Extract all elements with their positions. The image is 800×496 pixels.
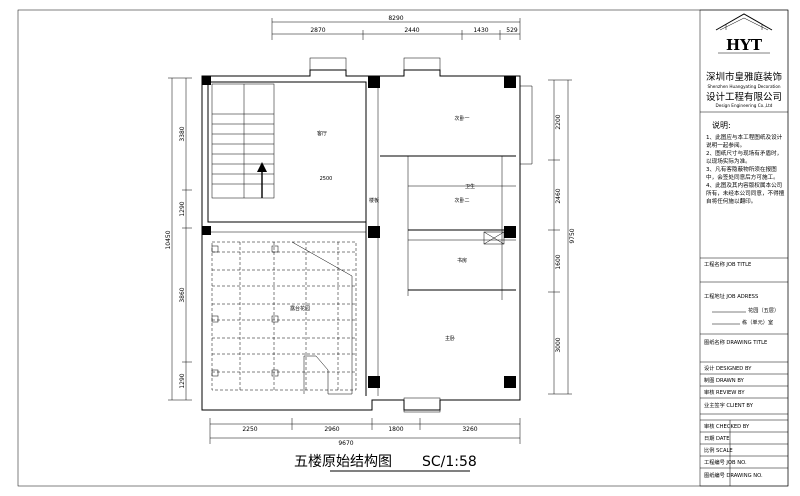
living-room-wall — [207, 81, 367, 223]
drawing-scale: SC/1:58 — [422, 454, 477, 470]
dim-top-seg-1: 2870 — [310, 27, 325, 34]
drawing-name-label: 图纸名称 DRAWING TITLE — [704, 338, 767, 346]
room-living: 客厅 — [317, 130, 327, 137]
dim-bottom-seg-3: 1800 — [388, 426, 403, 433]
notes-heading: 说明: — [712, 120, 731, 130]
room-bath: 卫生 — [465, 183, 475, 190]
company-en-1: Shenzhen Huangyating Decoration — [707, 84, 780, 89]
note-2: 2、图纸尺寸与现场有矛盾时，以现场实际为准。 — [706, 151, 783, 165]
review-label: 审核 CHECKED BY — [704, 422, 750, 430]
drawing-no-label: 图纸编号 DRAWING NO. — [704, 471, 763, 479]
company-logo-text: HYT — [726, 36, 763, 54]
dim-bottom-total: 9670 — [338, 440, 353, 447]
room-tag-2: 楼板 — [369, 197, 379, 204]
drafter-label: 制图 DRAWN BY — [704, 376, 745, 384]
room-bedroom-1: 次卧一 — [454, 115, 469, 122]
dim-left-seg-2: 1290 — [179, 201, 186, 216]
room-tag-1: 2500 — [320, 176, 333, 182]
dim-right-total: 9750 — [569, 228, 576, 243]
stair-treads — [212, 84, 274, 198]
drawing-title: 五楼原始结构图 — [294, 454, 392, 470]
room-terrace: 露台花园 — [290, 305, 310, 312]
arrow-up-icon — [257, 162, 267, 172]
company-name-2: 设计工程有限公司 — [706, 91, 782, 103]
dim-left-total: 10450 — [165, 230, 172, 249]
note-3: 3、凡有客隐蔽物所须在报图中，会签处同意后方可施工。 — [706, 167, 779, 181]
room-master: 主卧 — [445, 335, 455, 342]
floor-plan: 8290 2870 2440 1430 529 10450 3380 1290 … — [165, 15, 576, 447]
room-bedroom-2: 次卧二 — [454, 197, 469, 204]
dim-top-seg-2: 2440 — [404, 27, 419, 34]
dim-top-seg-4: 529 — [506, 27, 518, 34]
terrace-beams — [211, 241, 357, 395]
dim-left-seg-3: 3860 — [179, 287, 186, 302]
title-block-frame — [699, 9, 789, 487]
dim-bottom-seg-2: 2960 — [324, 426, 339, 433]
dim-left-seg-1: 3380 — [179, 126, 186, 141]
dim-top-seg-3: 1430 — [473, 27, 488, 34]
dim-bottom-seg-1: 2250 — [242, 426, 257, 433]
dim-right-seg-3: 1600 — [555, 254, 562, 269]
client-label: 业主签字 CLIENT BY — [704, 401, 754, 409]
dim-left-seg-4: 1290 — [179, 373, 186, 388]
company-name-1: 深圳市皇雅庭装饰 — [706, 71, 782, 83]
checker-label: 审核 REVIEW BY — [704, 388, 745, 396]
project-name-label: 工程名称 JOB TITLE — [704, 260, 751, 268]
scale-label: 比例 SCALE — [704, 446, 733, 454]
project-address-label: 工程地址 JOB ADRESS — [704, 292, 758, 300]
bottom-window — [403, 397, 441, 413]
top-window-left — [309, 57, 347, 71]
dim-top-total: 8290 — [388, 15, 403, 22]
structural-columns — [202, 76, 516, 388]
dim-right-seg-2: 2460 — [555, 188, 562, 203]
company-en-2: Design Engineering Co.,Ltd — [716, 103, 773, 108]
right-balcony — [520, 85, 533, 165]
floor-label: 花园（五层） — [748, 306, 779, 314]
title-block: HYT 深圳市皇雅庭装饰 Shenzhen Huangyating Decora… — [700, 13, 788, 486]
project-no-label: 工程编号 JOB NO. — [704, 458, 747, 466]
staircase — [211, 83, 275, 199]
room-study: 书房 — [457, 257, 467, 264]
unit-label: 栋（单元）室 — [742, 318, 773, 326]
dim-bottom-seg-4: 3260 — [462, 426, 477, 433]
date-label: 日期 DATE — [704, 435, 730, 442]
designer-label: 设计 DESIGNED BY — [704, 364, 752, 372]
notes-box: 1、此图应与本工程图纸及设计说明一起参阅。 2、图纸尺寸与现场有矛盾时，以现场实… — [706, 135, 785, 205]
dim-right-seg-4: 3000 — [555, 337, 562, 352]
top-window-right — [403, 57, 441, 71]
house-logo-icon — [715, 13, 773, 31]
note-1: 1、此图应与本工程图纸及设计说明一起参阅。 — [706, 135, 783, 149]
dim-right-seg-1: 2200 — [555, 114, 562, 129]
sheet-frame — [17, 9, 789, 487]
note-4: 4、此图及其内容版权属本公司所有，未经本公司同意，不得擅自将任何施以翻印。 — [706, 183, 785, 205]
